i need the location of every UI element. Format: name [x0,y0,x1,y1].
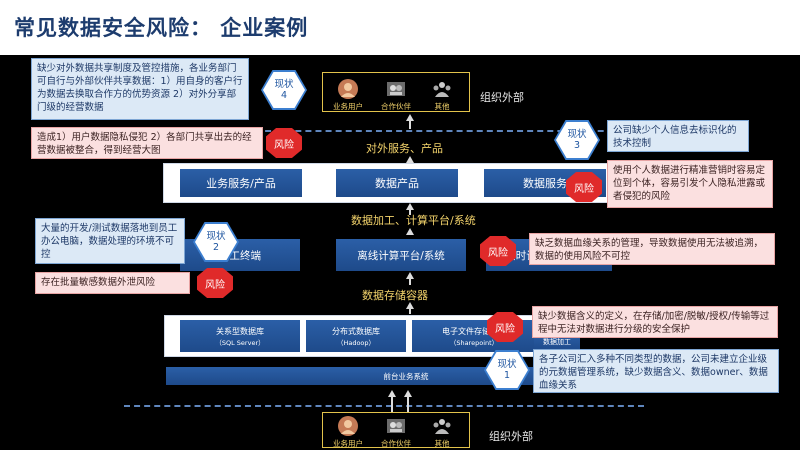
note-risk-leak: 存在批量敏感数据外泄风险 [35,272,190,294]
risk-badge-leak: 风险 [197,268,233,298]
arrow-stem [409,309,411,314]
arrow-stem [407,397,409,413]
arrow-up-icon [388,390,396,397]
user-icon [338,416,358,436]
user-icon [338,79,358,99]
store-sub: （Sharepoint） [449,338,499,347]
arrow-up-icon [406,203,414,210]
other-icon [433,82,451,97]
note-risk-lineage: 缺乏数据血缘关系的管理，导致数据使用无法被追溯，数据的使用风险不可控 [529,233,775,265]
note-status-2: 大量的开发/测试数据落地到员工办公电脑，数据处理的环境不可控 [35,218,185,264]
store-relational: 关系型数据库 （SQL Server） [180,320,300,352]
org-boundary-top [124,130,644,132]
org-bottom-item-other: 其他 [419,416,465,449]
external-service-label: 对外服务、产品 [366,142,443,155]
service-box-data-product: 数据产品 [336,169,458,197]
partner-icon [387,419,405,433]
arrow-stem [409,279,411,285]
note-status-3: 公司缺少个人信息去标识化的技术控制 [607,120,749,152]
compute-box-offline: 离线计算平台/系统 [336,239,466,271]
org-bottom-item-label: 合作伙伴 [381,439,411,448]
store-name: 关系型数据库 [216,326,264,336]
other-icon [433,419,451,434]
status-badge-text: 现状 2 [195,224,237,260]
org-top-item-label: 其他 [434,102,450,111]
storage-label: 数据存储容器 [362,289,428,302]
org-bottom-label: 组织外部 [489,430,533,443]
org-top-item-partners: 合作伙伴 [373,79,419,112]
risk-badge-classify: 风险 [487,312,523,342]
arrow-up-icon [406,272,414,279]
store-name: 分布式数据库 [332,326,380,336]
page-title: 常见数据安全风险： 企业案例 [14,16,309,40]
org-bottom-box: 业务用户 合作伙伴 其他 [322,412,470,448]
partner-icon [387,82,405,96]
arrow-up-icon [406,114,414,121]
note-status-1: 各子公司汇入多种不同类型的数据，公司未建立企业级的元数据管理系统，缺少数据含义、… [533,349,779,393]
org-bottom-item-label: 业务用户 [333,439,363,448]
org-bottom-item-partners: 合作伙伴 [373,416,419,449]
note-risk-classify: 缺少数据含义的定义，在存储/加密/脱敏/授权/传输等过程中无法对数据进行分级的安… [532,306,778,338]
org-top-item-label: 合作伙伴 [381,102,411,111]
note-risk-privacy: 使用个人数据进行精准营销时容易定位到个体，容易引发个人隐私泄露或者侵犯的风险 [607,160,773,208]
arrow-stem [391,397,393,413]
org-top-item-users: 业务用户 [325,79,371,112]
status-badge-1: 现状 1 [484,350,530,390]
org-top-item-other: 其他 [419,79,465,112]
arrow-up-icon [404,390,412,397]
arrow-up-icon [406,302,414,309]
status-badge-2: 现状 2 [193,222,239,262]
org-bottom-item-label: 其他 [434,439,450,448]
org-top-label: 组织外部 [480,91,524,104]
risk-badge-privacy: 风险 [566,172,602,202]
arrow-stem [409,210,411,215]
status-badge-text: 现状 4 [263,72,305,108]
note-risk-share: 造成1）用户数据隐私侵犯 2）各部门共享出去的经营数据被整合，得到经营大图 [31,127,263,159]
org-top-item-label: 业务用户 [333,102,363,111]
risk-badge-lineage: 风险 [480,236,516,266]
org-bottom-item-users: 业务用户 [325,416,371,449]
risk-badge-share: 风险 [266,128,302,158]
store-sub: （SQL Server） [215,338,265,347]
org-top-box: 业务用户 合作伙伴 其他 [322,72,470,112]
store-sub: （Hadoop） [336,338,376,347]
store-distributed: 分布式数据库 （Hadoop） [306,320,406,352]
store-name: 电子文件存储仓库 [442,326,506,336]
arrow-up-icon [406,228,414,235]
note-status-4: 缺少对外数据共享制度及管控措施，各业务部门可自行与外部伙伴共享数据：1）用自身的… [31,58,249,120]
processing-label: 数据加工、计算平台/系统 [351,214,476,227]
service-box-business: 业务服务/产品 [180,169,302,197]
org-boundary-bottom [124,405,644,407]
status-badge-3: 现状 3 [554,120,600,160]
arrow-stem [409,121,411,129]
status-badge-text: 现状 1 [486,352,528,388]
status-badge-text: 现状 3 [556,122,598,158]
arrow-up-icon [406,156,414,163]
